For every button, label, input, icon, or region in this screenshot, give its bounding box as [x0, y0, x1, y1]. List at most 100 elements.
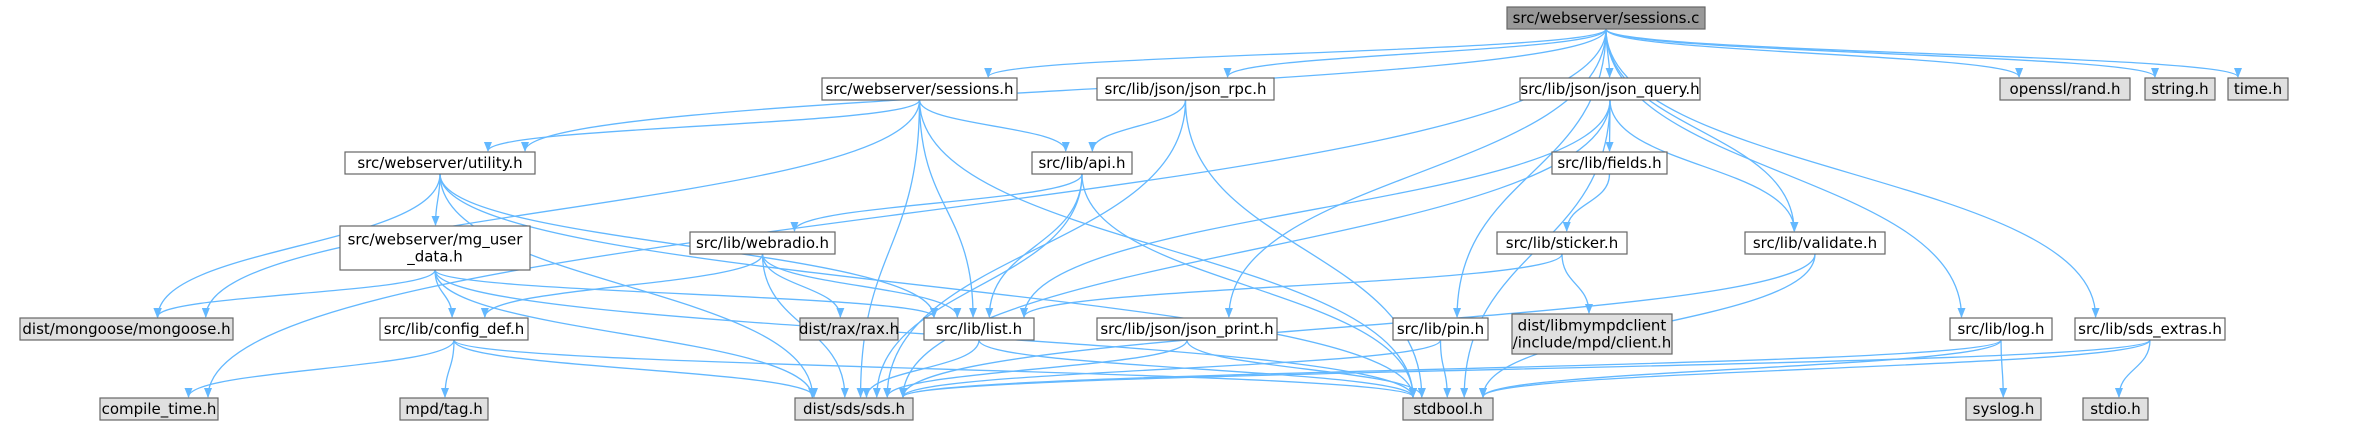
node-label: src/webserver/sessions.h	[825, 80, 1013, 98]
edge-json_rpc-to-stdbool	[1184, 99, 1426, 398]
node-libmpd: dist/libmympdclient/include/mpd/client.h	[1511, 313, 1673, 355]
node-mg_user[interactable]: src/webserver/mg_user_data.h	[339, 225, 531, 271]
edge-json_rpc-to-api	[1088, 99, 1187, 152]
node-box	[1519, 77, 1701, 101]
node-label: src/lib/list.h	[936, 320, 1022, 338]
node-box	[689, 231, 836, 255]
nodes-layer: src/webserver/sessions.c src/webserver/se…	[19, 6, 2289, 421]
node-json_print[interactable]: src/lib/json/json_print.h	[1096, 317, 1278, 341]
edge-root-to-openssl	[1605, 28, 2023, 78]
node-box	[1551, 151, 1668, 175]
edge-root-to-sessions_h	[984, 28, 1607, 78]
node-box	[1496, 231, 1628, 255]
node-box	[399, 397, 489, 421]
edge-sds_extras-to-sds	[899, 339, 2151, 398]
edge-sessions_h-to-sds	[856, 99, 921, 398]
edge-mg_user-to-sds	[434, 269, 817, 398]
node-label: src/lib/log.h	[1957, 320, 2044, 338]
edge-list-to-stdbool	[978, 339, 1417, 398]
node-label: src/lib/sticker.h	[1506, 234, 1618, 252]
edge-pin-to-sds	[899, 339, 1442, 398]
edge-webradio-to-config_def	[480, 253, 764, 318]
node-label: dist/rax/rax.h	[799, 320, 899, 338]
node-box	[794, 397, 914, 421]
edge-sds_extras-to-stdbool	[1479, 339, 2151, 398]
edge-root-to-time_h	[1605, 28, 2242, 78]
edge-json_query-to-validate	[1609, 99, 1799, 232]
node-syslog: syslog.h	[1965, 397, 2042, 421]
node-compile_time: compile_time.h	[99, 397, 219, 421]
node-box	[1402, 397, 1494, 421]
node-box	[379, 317, 529, 341]
edge-log_h-to-sds	[899, 339, 2002, 398]
edge-utility-to-stdbool	[439, 173, 1417, 398]
node-time_h: time.h	[2227, 77, 2289, 101]
node-label: stdio.h	[2090, 400, 2141, 418]
node-box	[1965, 397, 2042, 421]
node-label: src/lib/sds_extras.h	[2078, 320, 2222, 339]
edge-sticker-to-libmpd	[1561, 253, 1593, 314]
edge-config_def-to-sds	[453, 339, 818, 398]
edge-json_query-to-list	[1020, 99, 1611, 318]
edge-root-to-validate	[1605, 28, 1799, 232]
node-log_h[interactable]: src/lib/log.h	[1949, 317, 2053, 341]
edge-sticker-to-list	[1020, 253, 1563, 318]
node-validate[interactable]: src/lib/validate.h	[1744, 231, 1886, 255]
edge-root-to-string_h	[1605, 28, 2159, 78]
edge-utility-to-list	[439, 173, 938, 318]
edge-sessions_h-to-list	[918, 99, 978, 318]
node-mongoose: dist/mongoose/mongoose.h	[19, 317, 234, 341]
node-label: _data.h	[406, 248, 463, 267]
node-box	[1999, 77, 2131, 101]
node-stdio: stdio.h	[2082, 397, 2149, 421]
node-sticker[interactable]: src/lib/sticker.h	[1496, 231, 1628, 255]
edge-root-to-sds_extras	[1605, 28, 2100, 318]
node-list[interactable]: src/lib/list.h	[923, 317, 1035, 341]
edge-mg_user-to-config_def	[434, 269, 457, 318]
node-label: src/lib/json/json_print.h	[1100, 320, 1273, 339]
node-json_query[interactable]: src/lib/json/json_query.h	[1519, 77, 1701, 101]
node-label: src/lib/pin.h	[1397, 320, 1484, 338]
node-utility[interactable]: src/webserver/utility.h	[344, 151, 536, 175]
node-box	[1031, 151, 1133, 175]
edge-json_print-to-sds	[883, 339, 1188, 398]
node-box	[923, 317, 1035, 341]
node-box	[1949, 317, 2053, 341]
node-box	[344, 151, 536, 175]
node-label: src/webserver/sessions.c	[1513, 9, 1700, 27]
edge-sessions_h-to-utility	[484, 99, 921, 152]
node-box	[339, 225, 531, 271]
node-mpd_tag: mpd/tag.h	[399, 397, 489, 421]
node-label: openssl/rand.h	[2010, 80, 2121, 98]
edge-log_h-to-syslog	[1999, 339, 2008, 398]
node-label: src/lib/json/json_query.h	[1520, 80, 1699, 99]
edge-config_def-to-mpd_tag	[441, 339, 455, 398]
edge-root-to-json_rpc	[1223, 28, 1607, 78]
node-api[interactable]: src/lib/api.h	[1031, 151, 1133, 175]
edge-sessions_h-to-mongoose	[201, 99, 921, 318]
node-box	[821, 77, 1018, 101]
node-box	[1392, 317, 1489, 341]
node-label: /include/mpd/client.h	[1513, 334, 1672, 352]
node-config_def[interactable]: src/lib/config_def.h	[379, 317, 529, 341]
node-fields[interactable]: src/lib/fields.h	[1551, 151, 1668, 175]
node-label: time.h	[2234, 80, 2282, 98]
node-label: src/webserver/mg_user	[348, 231, 524, 250]
edge-webradio-to-rax	[761, 253, 845, 318]
node-json_rpc[interactable]: src/lib/json/json_rpc.h	[1096, 77, 1275, 101]
node-box	[1511, 313, 1673, 355]
node-label: syslog.h	[1973, 400, 2035, 418]
node-label: src/lib/validate.h	[1753, 234, 1877, 252]
node-sessions_h[interactable]: src/webserver/sessions.h	[821, 77, 1018, 101]
node-box	[2074, 317, 2226, 341]
node-sds_extras[interactable]: src/lib/sds_extras.h	[2074, 317, 2226, 341]
node-webradio[interactable]: src/lib/webradio.h	[689, 231, 836, 255]
edge-sds_extras-to-stdio	[2114, 339, 2151, 398]
edge-sessions_h-to-api	[918, 99, 1070, 152]
node-box	[19, 317, 234, 341]
node-label: mpd/tag.h	[405, 400, 483, 418]
node-box	[799, 317, 899, 341]
node-box	[1096, 317, 1278, 341]
node-pin[interactable]: src/lib/pin.h	[1392, 317, 1489, 341]
